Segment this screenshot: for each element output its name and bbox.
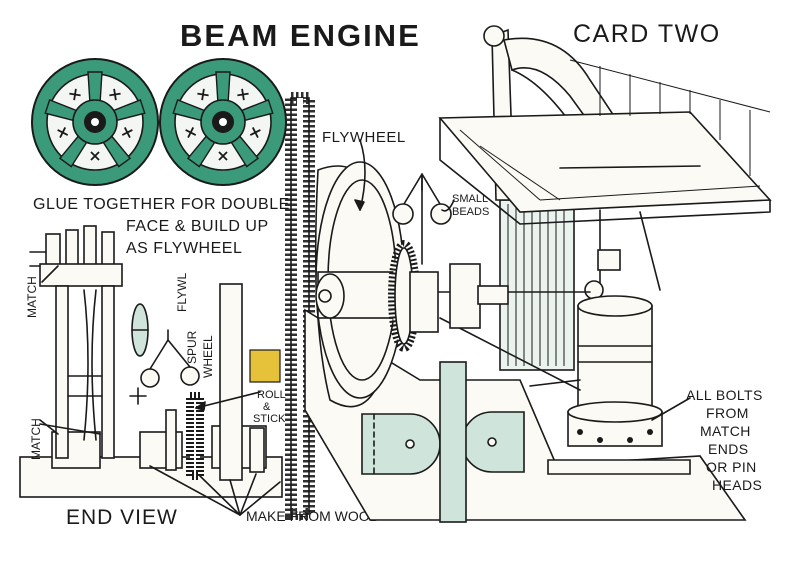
glue-instruction-line-2: FACE & BUILD UP: [126, 218, 269, 235]
glue-instruction-line-3: AS FLYWHEEL: [126, 240, 242, 257]
card-title: BEAM ENGINE: [180, 18, 421, 53]
label-roll: ROLL: [257, 389, 286, 401]
vertical-rack-strip: [285, 92, 315, 520]
end-view-drawing: [19, 225, 283, 498]
label-flywl: FLYWL: [175, 273, 189, 312]
label-bolts-4: ENDS: [708, 441, 749, 457]
flywheel-cutout-left: [31, 58, 159, 186]
label-match-lower: MATCH: [29, 418, 43, 460]
label-bolts-6: HEADS: [712, 477, 762, 493]
label-stick: STICK: [253, 413, 286, 425]
label-bolts-2: FROM: [706, 405, 749, 421]
glue-instruction-line-1: GLUE TOGETHER FOR DOUBLE: [33, 196, 290, 213]
label-make-from-wood: MAKE FROM WOOD: [246, 508, 380, 524]
label-wheel: WHEEL: [201, 335, 215, 378]
label-spur: SPUR: [185, 330, 199, 364]
label-match-upper: MATCH: [25, 276, 39, 318]
label-small-beads-2: BEADS: [452, 206, 489, 218]
flywheel-cutout-right: [159, 58, 287, 186]
label-roll-and: &: [263, 401, 271, 413]
make-from-wood-pointers: [149, 465, 419, 517]
end-view-heading: END VIEW: [66, 506, 178, 529]
label-bolts-5: OR PIN: [706, 459, 757, 475]
label-small-beads-1: SMALL: [452, 193, 488, 205]
engine-illustration: [304, 25, 772, 523]
label-flywheel: FLYWHEEL: [322, 129, 406, 146]
card-number-label: CARD TWO: [573, 20, 721, 48]
yellow-roll-cutout: [249, 349, 281, 383]
label-bolts-3: MATCH: [700, 423, 751, 439]
label-bolts-1: ALL BOLTS: [686, 387, 763, 403]
